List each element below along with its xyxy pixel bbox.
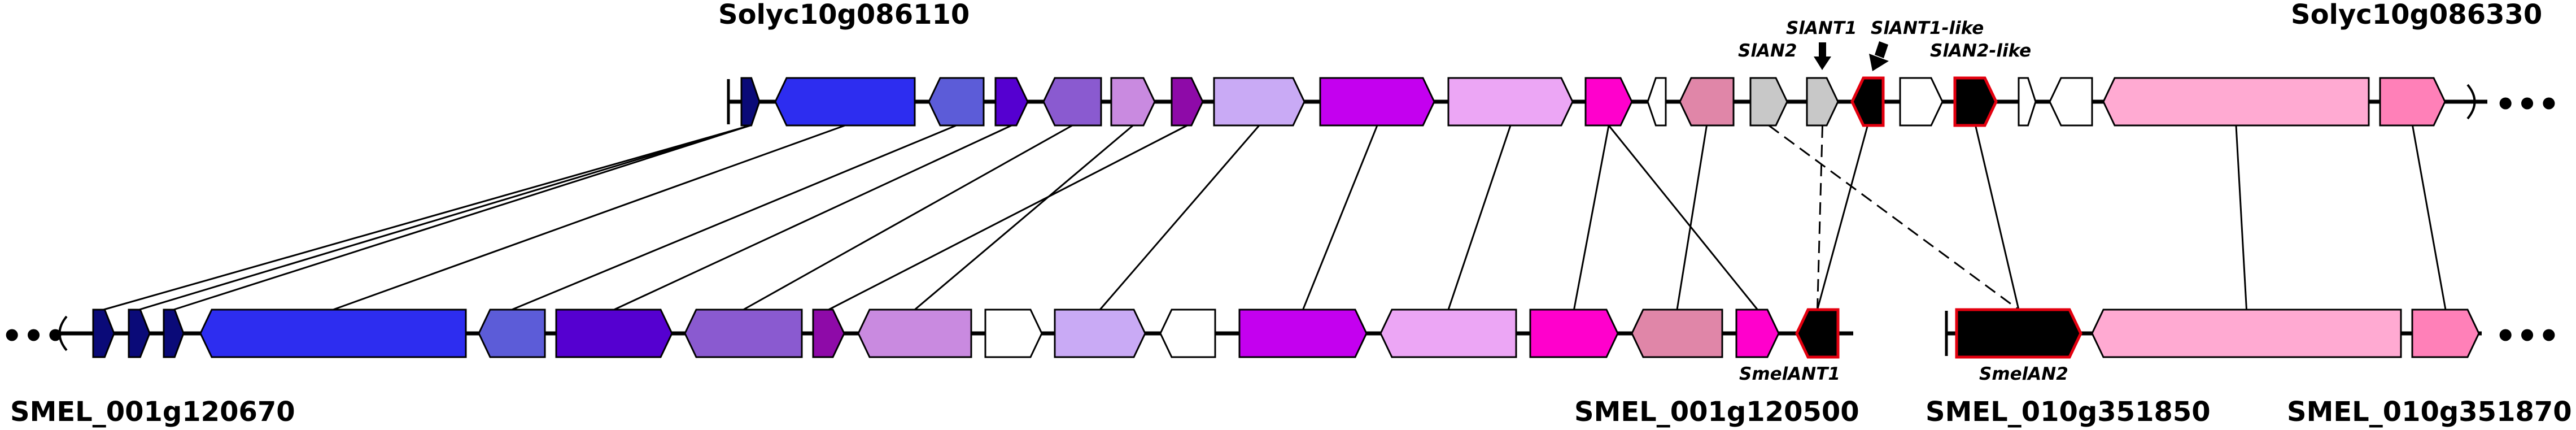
top-gene-t10 [1447,77,1574,127]
bottom-chromosome-start-bracket [58,315,68,351]
bottom-mid-locus-label: SMEL_001g120500 [1574,396,1859,428]
bottom-gene-b1 [92,309,115,358]
top-gene-t1 [740,77,761,127]
homology-link-t21-b20 [2235,125,2247,310]
bottom-gene-b16 [1631,309,1723,358]
slant1-label: SlANT1 [1786,18,1857,38]
bottom-gene-b19 [1955,308,2082,359]
slant1-pointer-arrow-icon [1814,42,1831,70]
homology-link-t11-b15 [1573,125,1610,310]
homology-link-t4-b6 [613,124,1012,311]
bottom-right-locus-label: SMEL_010g351870 [2287,396,2572,428]
bottom-gene-b3 [163,309,185,358]
slant1-like-label: SlANT1-like [1871,18,1984,38]
homology-link-t11-b17 [1608,125,1758,310]
top-right-locus-label: Solyc10g086330 [2291,0,2542,31]
top-gene-t2 [774,77,916,127]
slant1-like-pointer-arrow-icon [1869,41,1889,71]
smelan2-label: SmelAN2 [1979,364,2068,384]
bottom-gene-b18 [1795,308,1840,359]
top-gene-t4 [994,77,1029,127]
homology-link-t6-b9 [914,124,1134,311]
bottom-gene-b5 [478,309,546,358]
homology-link-t7-b8 [828,124,1188,311]
top-gene-t6 [1110,77,1156,127]
bottom-left-locus-label: SMEL_001g120670 [10,396,295,428]
homology-link-t9-b13 [1302,125,1378,310]
top-gene-t7 [1171,77,1204,127]
top-gene-t9 [1319,77,1435,127]
bottom-gene-b2 [128,309,151,358]
top-gene-t14 [1749,77,1788,127]
top-gene-t21 [2102,77,2370,127]
homology-link-t14-b19 [1768,124,2019,311]
homology-link-t2-b4 [333,124,846,311]
bottom-gene-b11 [1054,309,1146,358]
homology-link-t1-b1 [103,124,751,311]
homology-link-t3-b5 [511,124,957,311]
top-gene-t18 [1953,76,1998,127]
bottom-gene-b20 [2091,309,2402,358]
top-gene-t8 [1213,77,1306,127]
bottom-gene-b10 [984,309,1043,358]
top-gene-t22 [2379,77,2446,127]
homology-link-t1-b2 [139,124,751,311]
homology-link-t15-b18 [1817,125,1823,310]
top-gene-t17 [1899,77,1944,127]
homology-link-t1-b3 [173,124,751,311]
top-gene-t11 [1584,77,1633,127]
slan2-like-label: SlAN2-like [1930,41,2031,61]
top-chromosome-end-bracket [2466,84,2476,120]
bottom-gene-b7 [684,309,803,358]
gene-arrows [92,76,2480,359]
bottom-gene-b6 [555,309,673,358]
homology-links [103,124,2447,311]
homology-link-t5-b7 [743,124,1073,311]
homology-link-t13-b16 [1676,125,1708,310]
top-gene-t20 [2049,77,2093,127]
bottom-gene-b15 [1529,309,1619,358]
homology-link-t16-b18 [1817,125,1868,310]
slan2-label: SlAN2 [1738,41,1797,61]
bottom-gene-b13 [1238,309,1368,358]
top-gene-t19 [2018,77,2037,127]
homology-link-t22-b21 [2412,125,2447,310]
bottom-gene-b12 [1159,309,1216,358]
homology-link-t10-b14 [1447,125,1512,310]
bottom-mid2-locus-label: SMEL_010g351850 [1926,396,2211,428]
homology-link-t18-b19 [1975,125,2020,310]
top-right-ellipsis: ••• [2495,85,2560,124]
bottom-gene-b8 [812,309,845,358]
top-gene-t3 [928,77,985,127]
bottom-gene-b9 [857,309,972,358]
bottom-gene-b4 [199,309,467,358]
bottom-right-ellipsis: ••• [2495,316,2560,356]
top-gene-t15 [1806,77,1839,127]
bottom-left-ellipsis: ••• [1,316,66,356]
homology-link-t8-b11 [1099,125,1260,310]
top-left-locus-label: Solyc10g086110 [718,0,970,31]
smelant1-label: SmelANT1 [1739,364,1840,384]
bottom-gene-b14 [1379,309,1517,358]
bottom-gene-b17 [1735,309,1780,358]
top-gene-t13 [1679,77,1735,127]
top-gene-t12 [1647,77,1667,127]
top-gene-t5 [1042,77,1102,127]
top-gene-t16 [1850,76,1885,127]
bottom-gene-b21 [2411,309,2480,358]
